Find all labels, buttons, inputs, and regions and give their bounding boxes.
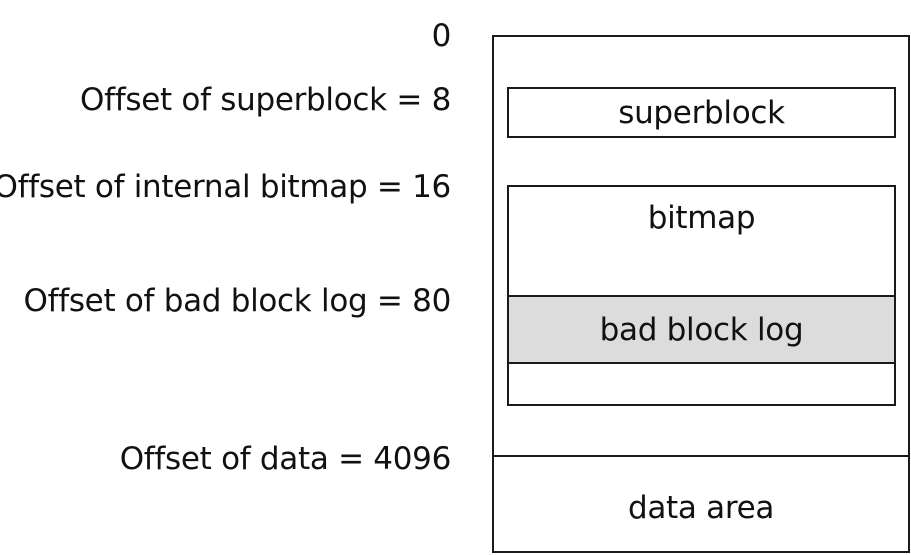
bitmap-label: bitmap <box>647 200 756 236</box>
superblock-region: superblock <box>507 87 896 138</box>
offset-zero-label: 0 <box>431 18 452 54</box>
offset-data-label: Offset of data = 4096 <box>119 441 452 477</box>
offset-internal-bitmap-label: Offset of internal bitmap = 16 <box>0 169 451 205</box>
data-area-divider <box>492 455 910 457</box>
offset-bad-block-log-label: Offset of bad block log = 80 <box>23 283 452 319</box>
offset-superblock-label: Offset of superblock = 8 <box>80 82 451 118</box>
bad-block-log-region: bad block log <box>507 295 896 364</box>
bad-block-log-label: bad block log <box>599 312 804 348</box>
data-area-label: data area <box>627 490 775 526</box>
superblock-label: superblock <box>618 95 785 131</box>
